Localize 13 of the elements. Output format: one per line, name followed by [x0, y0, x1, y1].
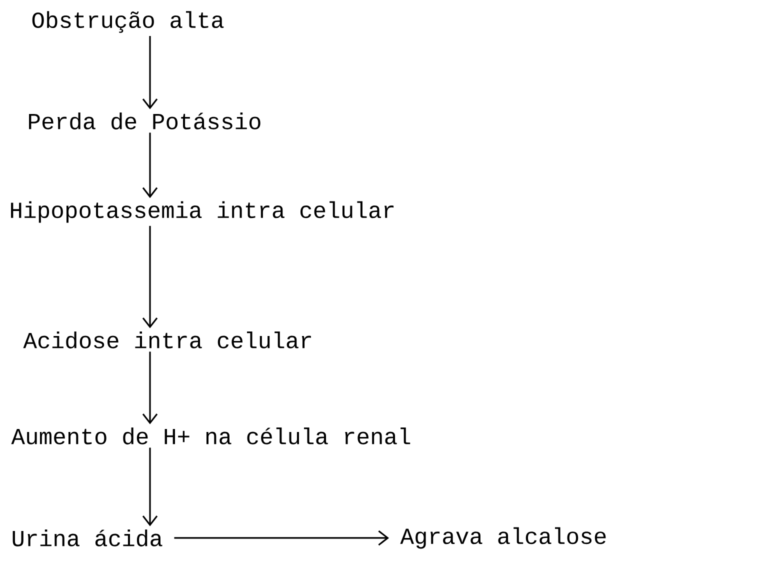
flow-text: Hipopotassemia intra celular: [11, 201, 394, 223]
arrow: [378, 530, 389, 546]
flow-text: Perda de Potássio: [29, 112, 260, 130]
arrow: [142, 352, 158, 424]
flow-text: Acidose intra celular: [23, 332, 311, 348]
flow-text: Obstrução alta: [32, 11, 224, 33]
arrow: [142, 132, 158, 198]
arrow: [142, 36, 158, 110]
flow-text: Urina ácida: [12, 530, 162, 546]
flow-text: Aumento de H+ na célula renal: [11, 428, 410, 444]
arrow: [142, 226, 158, 328]
arrow: [142, 448, 158, 526]
flow-text: Agrava alcalose: [400, 527, 606, 549]
